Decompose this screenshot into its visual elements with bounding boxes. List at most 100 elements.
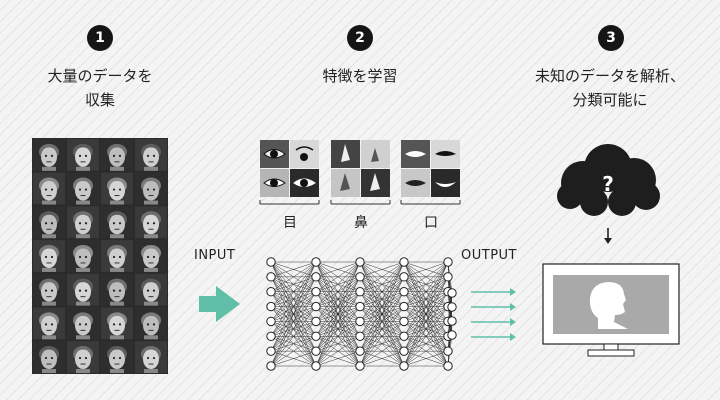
nn-edge [270, 350, 317, 367]
nn-edge [359, 306, 405, 367]
nn-node [311, 272, 321, 282]
nn-node [311, 361, 321, 371]
nn-edge [403, 291, 449, 367]
nn-edge [359, 261, 405, 307]
face-thumbnail [135, 273, 167, 306]
panel-cell [431, 169, 460, 197]
nn-node [266, 272, 276, 282]
nn-edge [315, 306, 361, 367]
input-label: INPUT [194, 248, 236, 263]
step-1-label-line2: 収集 [84, 91, 115, 109]
face-thumbnail [67, 206, 99, 239]
output-label: OUTPUT [461, 248, 517, 263]
feature-label-eye: 目 [283, 215, 297, 231]
nn-node [399, 316, 409, 327]
nn-edge [270, 261, 317, 337]
face-thumbnail [33, 206, 65, 239]
face-thumbnail [33, 172, 65, 205]
nn-node [399, 272, 409, 282]
nn-edge [403, 276, 449, 367]
nn-edge [359, 261, 405, 337]
nn-edge [270, 291, 317, 367]
nn-edge [315, 261, 361, 307]
nn-edge [270, 336, 317, 367]
nn-edge [359, 261, 405, 278]
nn-edge [403, 261, 449, 337]
face-thumbnail [101, 139, 133, 171]
feature-label-mouth: 口 [424, 215, 438, 231]
nn-edge [315, 321, 361, 367]
nn-edge [270, 276, 317, 367]
nn-node [399, 361, 409, 371]
step-1-label: 大量のデータを 収集 [0, 64, 200, 112]
nn-node [399, 257, 409, 267]
nn-edge [403, 261, 449, 352]
nn-edge [403, 261, 449, 307]
nn-node [447, 316, 457, 326]
step-2-label-line1: 特徴を学習 [322, 67, 398, 85]
nn-node [443, 257, 453, 267]
nn-edge [359, 261, 405, 322]
nn-node [311, 316, 321, 327]
nn-node [447, 330, 457, 340]
face-thumbnail [67, 240, 99, 272]
nn-edge [403, 321, 449, 367]
nn-edge [315, 261, 361, 337]
face-thumbnail [33, 240, 65, 272]
nn-edge [270, 261, 317, 322]
neural-network-connections [270, 261, 453, 367]
nn-node [443, 272, 453, 282]
face-thumbnail [135, 172, 167, 205]
face-thumbnail [101, 206, 133, 239]
face-thumbnail [101, 240, 133, 272]
face-thumbnail [33, 341, 65, 374]
step-1-number: 1 [87, 25, 113, 51]
face-thumbnail [135, 139, 167, 171]
face-thumbnail [67, 341, 99, 374]
step-3-number: 3 [598, 25, 624, 51]
face-thumbnail [135, 206, 167, 239]
nn-edge [270, 306, 317, 367]
nn-node [311, 257, 321, 267]
nn-edge [315, 261, 361, 367]
eye-icon [263, 146, 316, 187]
nn-edge [270, 261, 317, 292]
nn-node [399, 287, 409, 297]
nn-edge [403, 261, 449, 367]
nn-edge [359, 276, 405, 367]
nn-edge [315, 336, 361, 367]
nn-node [311, 331, 321, 341]
face-thumbnail [33, 273, 65, 306]
face-thumbnail [101, 273, 133, 306]
nose-icon [340, 144, 380, 191]
nn-edge [359, 261, 405, 367]
nn-edge [403, 261, 449, 322]
nn-node [266, 346, 276, 356]
face-thumbnail [33, 307, 65, 340]
nn-edge [359, 350, 405, 367]
face-thumbnail [101, 307, 133, 340]
nn-node [311, 287, 321, 297]
nn-edge [315, 261, 361, 352]
unknown-data-cloud-icon [557, 144, 660, 216]
nn-edge [447, 320, 453, 367]
face-thumbnail [33, 139, 65, 171]
nn-edge [403, 336, 449, 367]
nn-edge [359, 291, 405, 367]
nn-node [355, 287, 365, 297]
nn-edge [270, 261, 317, 307]
nn-edge [403, 261, 449, 278]
nn-node [355, 361, 365, 371]
face-thumbnail [135, 307, 167, 340]
step-2-label: 特徴を学習 [260, 64, 460, 88]
step-3-label-line1: 未知のデータを解析、 [534, 67, 685, 85]
face-dataset-grid [32, 138, 168, 374]
nn-edge [270, 261, 317, 352]
step-3-label: 未知のデータを解析、 分類可能に [510, 64, 710, 112]
nn-node [447, 288, 457, 298]
monitor-icon [542, 263, 680, 357]
face-thumbnail [67, 172, 99, 205]
input-arrow-icon [199, 286, 240, 322]
feature-label-nose: 鼻 [354, 215, 368, 231]
